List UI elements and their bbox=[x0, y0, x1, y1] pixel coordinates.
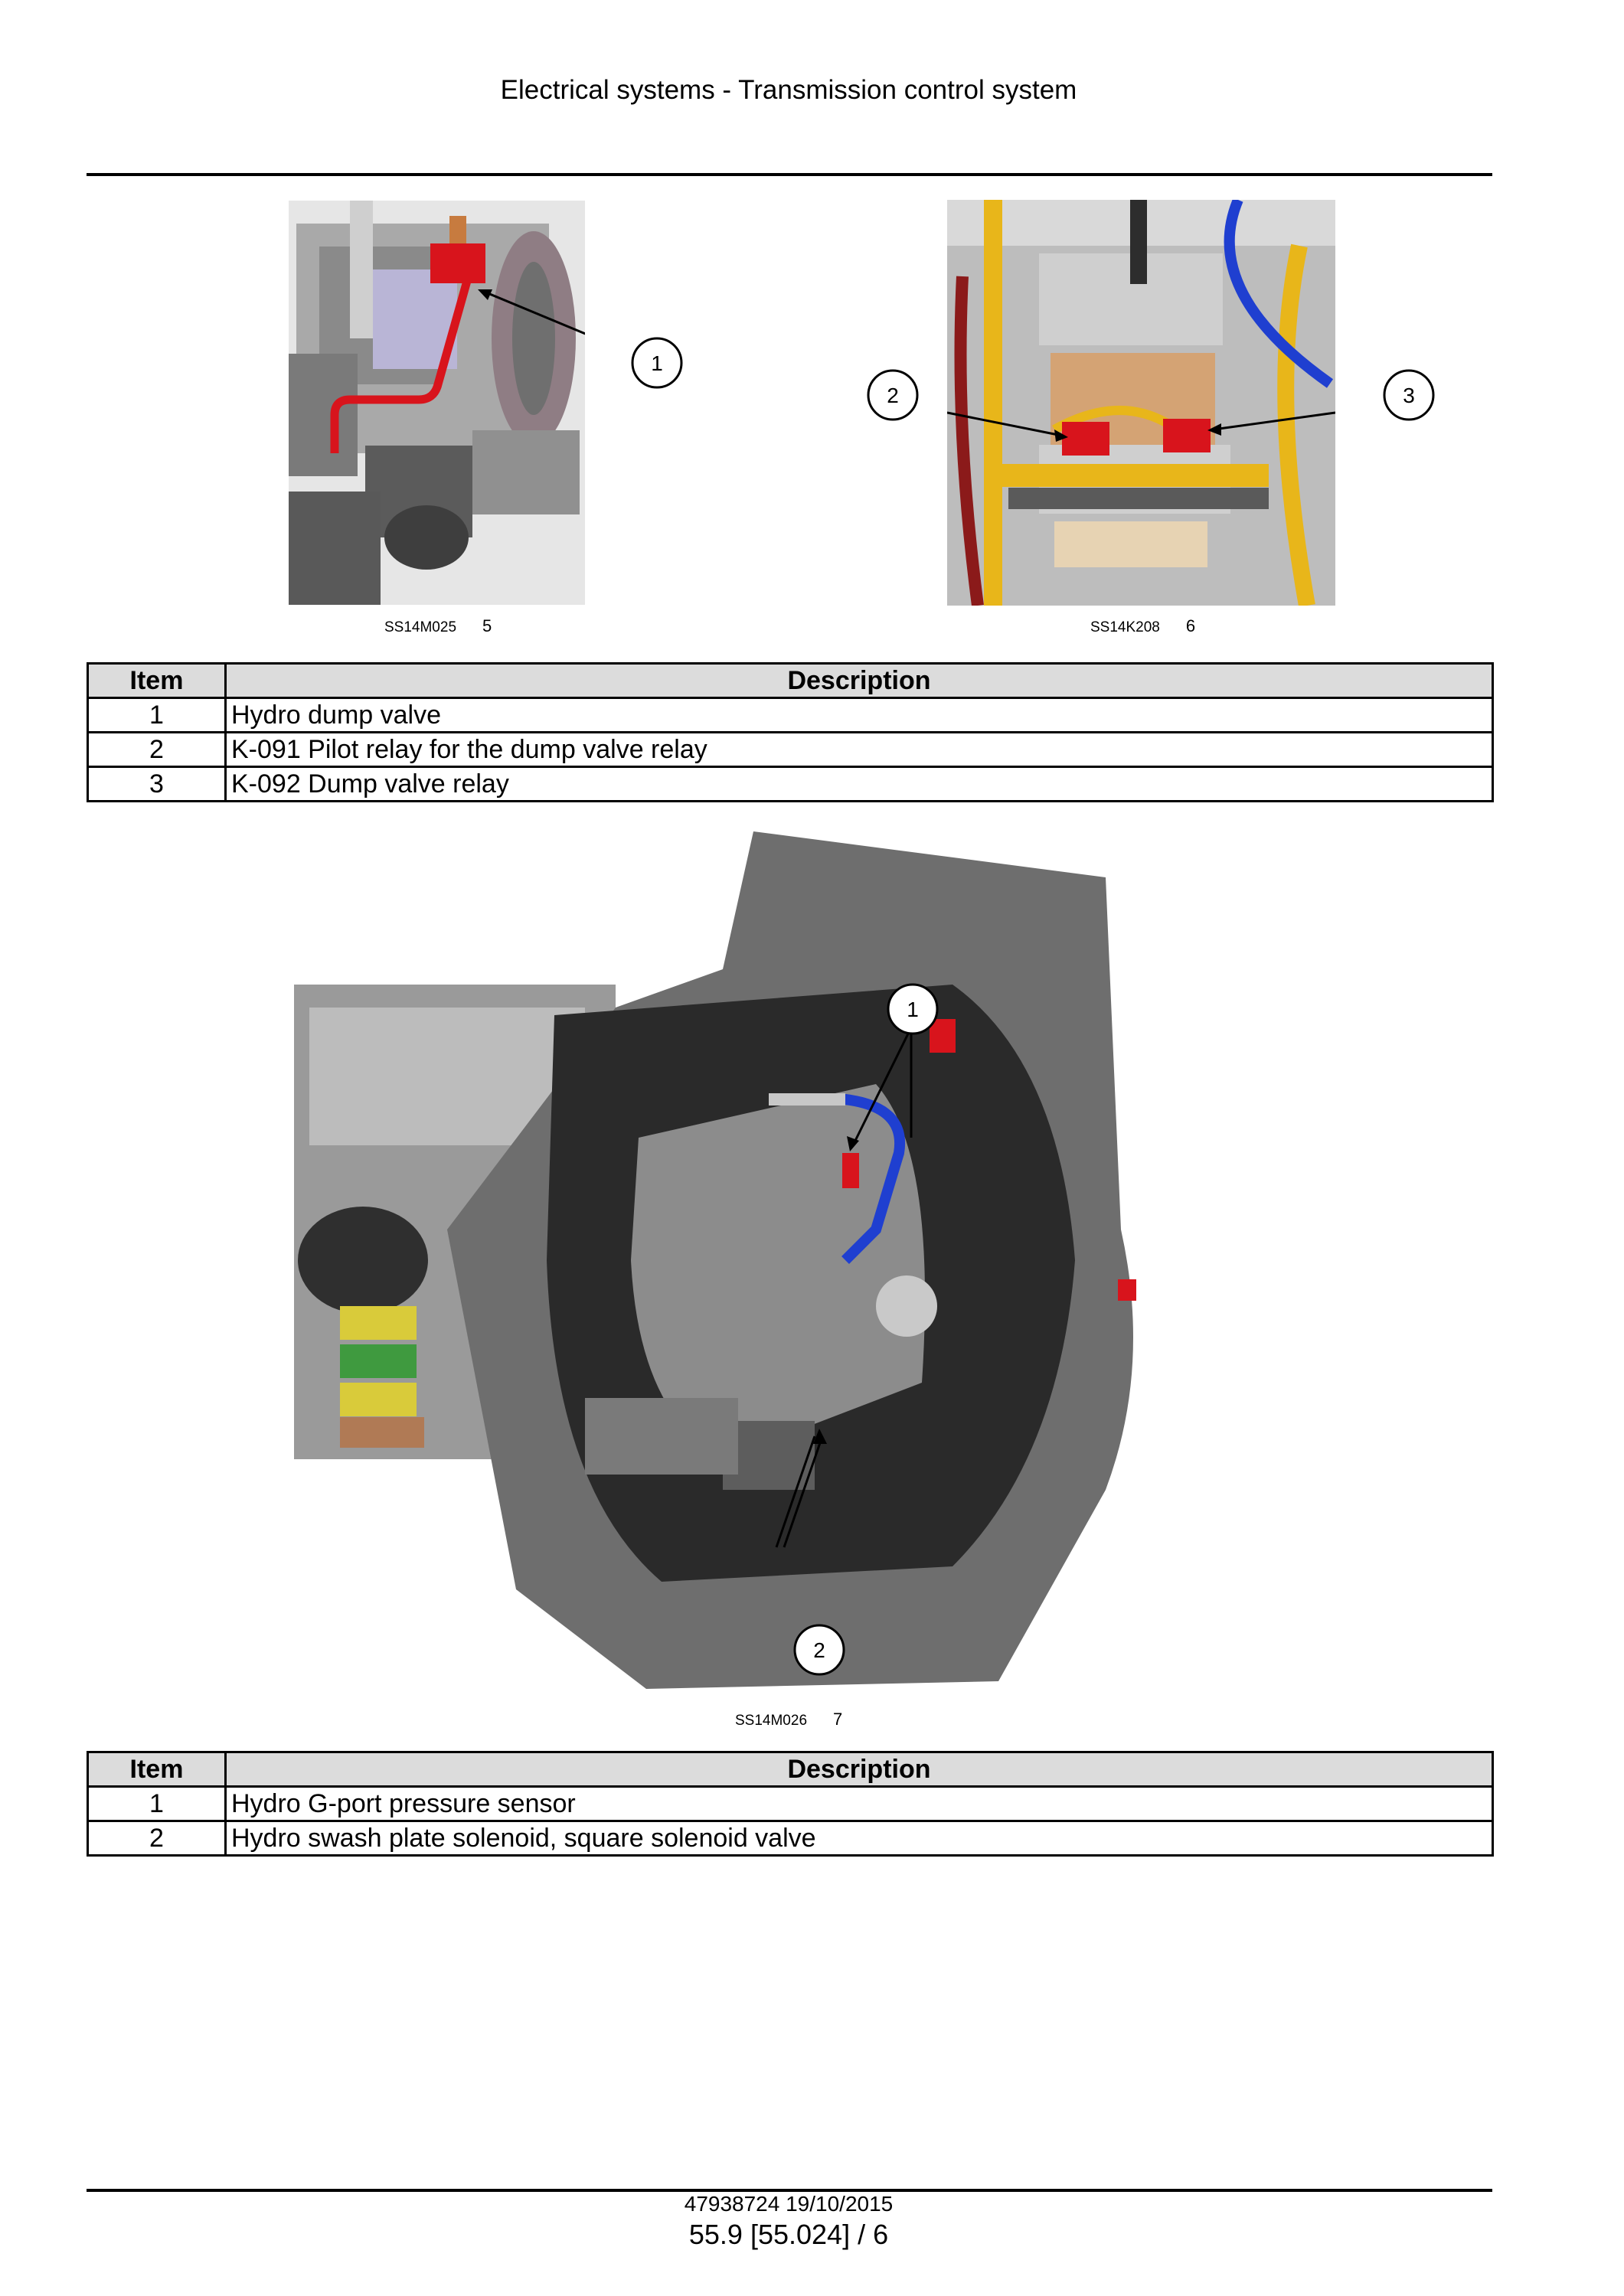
column-header-description: Description bbox=[224, 1751, 1494, 1788]
page-header-title: Electrical systems - Transmission contro… bbox=[500, 75, 1077, 105]
figure-code: SS14M025 bbox=[384, 619, 457, 635]
figure-7-image bbox=[294, 831, 1266, 1712]
figure-5-caption: SS14M025 5 bbox=[384, 616, 492, 636]
header-rule bbox=[87, 173, 1492, 176]
table-row: 2 Hydro swash plate solenoid, square sol… bbox=[87, 1820, 1494, 1857]
figure-number: 6 bbox=[1185, 616, 1196, 635]
table-row: 1 Hydro G-port pressure sensor bbox=[87, 1785, 1494, 1822]
footer-document-id: 47938724 19/10/2015 bbox=[684, 2192, 894, 2216]
legend-table-2: Item Description 1 Hydro G-port pressure… bbox=[87, 1751, 1494, 1857]
callout-label: 2 bbox=[887, 384, 899, 407]
item-number: 2 bbox=[87, 731, 227, 768]
callout-label: 1 bbox=[907, 998, 919, 1021]
figure-6-image bbox=[947, 200, 1335, 606]
table-row: 3 K-092 Dump valve relay bbox=[87, 766, 1494, 802]
figure-code: SS14K208 bbox=[1090, 619, 1160, 635]
callout-label: 2 bbox=[813, 1638, 825, 1662]
item-description: Hydro G-port pressure sensor bbox=[224, 1785, 1494, 1822]
table-header-row: Item Description bbox=[87, 662, 1494, 699]
footer-rule bbox=[87, 2189, 1492, 2192]
table-row: 1 Hydro dump valve bbox=[87, 697, 1494, 733]
footer-page-number: 55.9 [55.024] / 6 bbox=[688, 2219, 889, 2250]
item-description: Hydro dump valve bbox=[224, 697, 1494, 733]
callout-marker: 1 bbox=[885, 981, 940, 1040]
item-description: Hydro swash plate solenoid, square solen… bbox=[224, 1820, 1494, 1857]
table-row: 2 K-091 Pilot relay for the dump valve r… bbox=[87, 731, 1494, 768]
item-description: K-092 Dump valve relay bbox=[224, 766, 1494, 802]
item-number: 1 bbox=[87, 697, 227, 733]
item-number: 3 bbox=[87, 766, 227, 802]
callout-marker: 1 bbox=[629, 335, 685, 394]
figure-number: 7 bbox=[833, 1710, 843, 1729]
item-description: K-091 Pilot relay for the dump valve rel… bbox=[224, 731, 1494, 768]
column-header-description: Description bbox=[224, 662, 1494, 699]
callout-marker: 2 bbox=[865, 367, 920, 426]
table-header-row: Item Description bbox=[87, 1751, 1494, 1788]
column-header-item: Item bbox=[87, 1751, 227, 1788]
figure-7-caption: SS14M026 7 bbox=[735, 1710, 842, 1729]
callout-label: 1 bbox=[651, 351, 663, 375]
callout-label: 3 bbox=[1403, 384, 1415, 407]
figure-6-caption: SS14K208 6 bbox=[1090, 616, 1195, 636]
legend-table-1: Item Description 1 Hydro dump valve 2 K-… bbox=[87, 662, 1494, 802]
item-number: 1 bbox=[87, 1785, 227, 1822]
item-number: 2 bbox=[87, 1820, 227, 1857]
figure-number: 5 bbox=[482, 616, 492, 635]
callout-marker: 3 bbox=[1381, 367, 1436, 426]
figure-code: SS14M026 bbox=[735, 1713, 808, 1729]
column-header-item: Item bbox=[87, 662, 227, 699]
callout-marker: 2 bbox=[792, 1622, 847, 1681]
figure-5-image bbox=[289, 201, 585, 605]
